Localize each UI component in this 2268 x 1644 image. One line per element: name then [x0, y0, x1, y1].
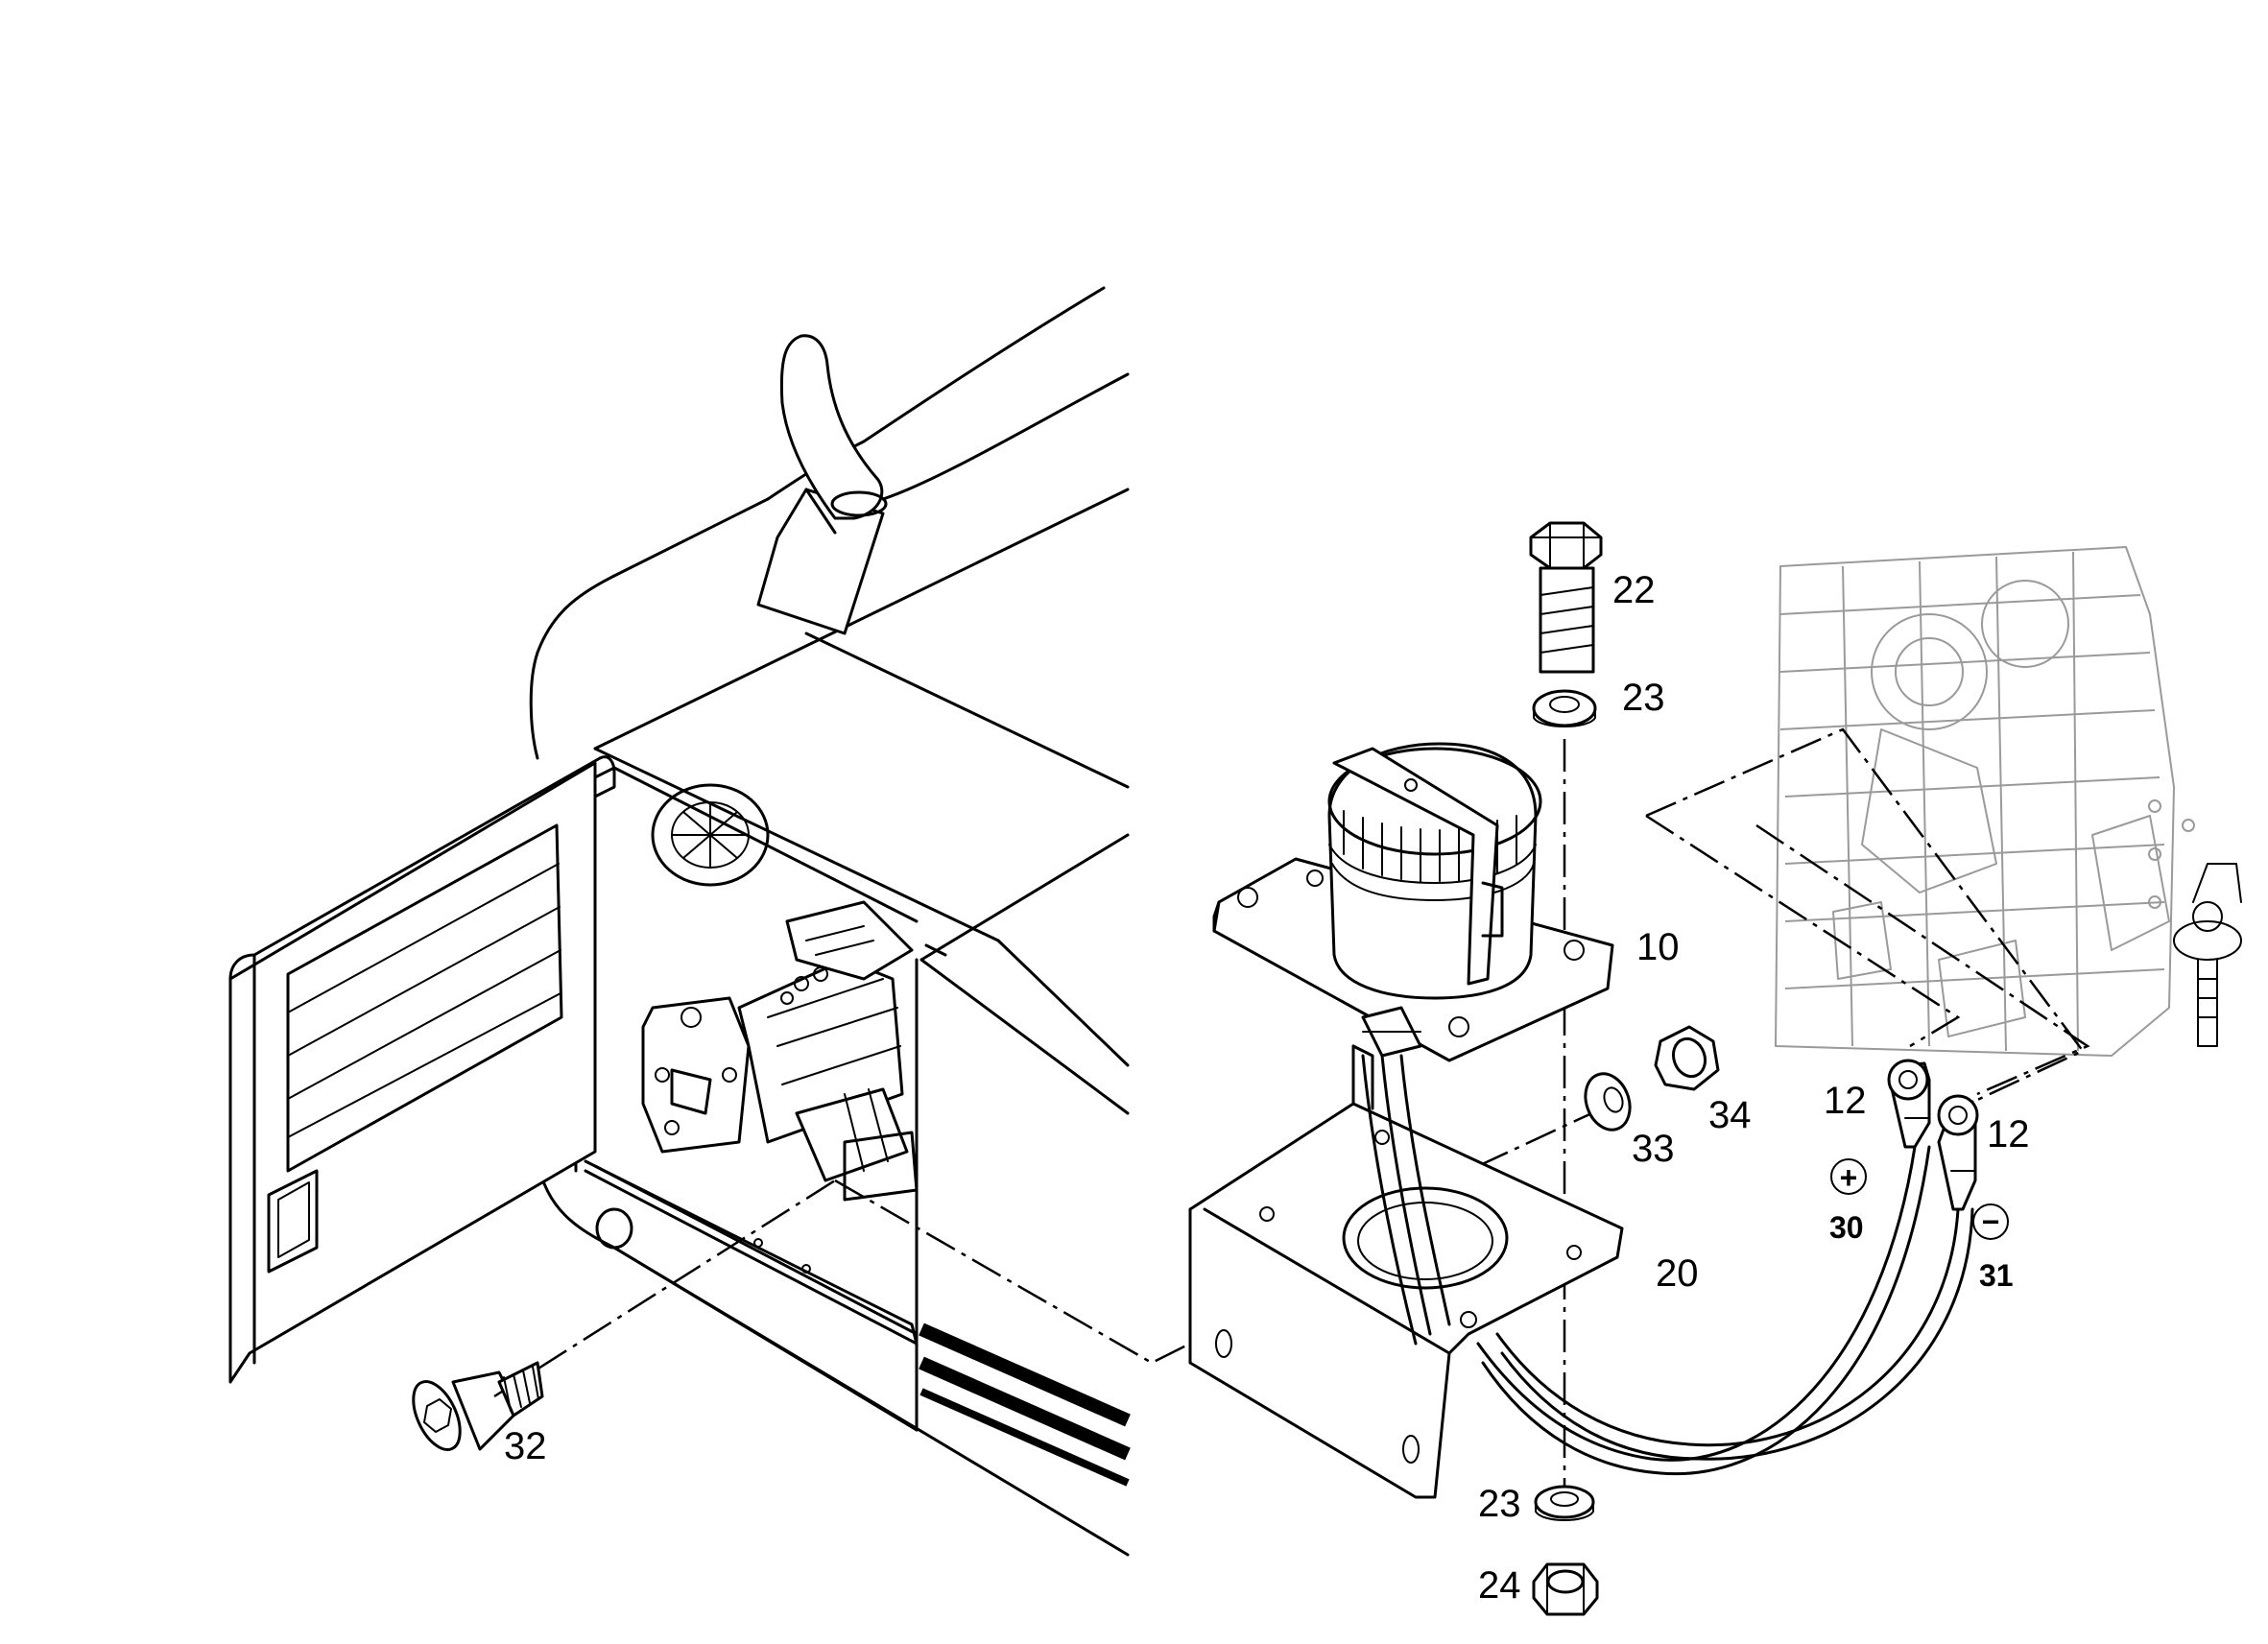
assembly-leader-lines: [493, 727, 2090, 1497]
callout-22: 22: [1612, 569, 1656, 611]
hydraulic-pump: [641, 900, 919, 1202]
part-34-nut: [1654, 1025, 1720, 1091]
part-23-washer-top: [1532, 689, 1597, 727]
part-24-nut: [1532, 1562, 1599, 1616]
part-12-ring-terminals: [1887, 1059, 1979, 1211]
callout-labels: 22 23 10 34 33 12 12 30 31 20 23 24 32: [504, 569, 2030, 1607]
callout-23-bottom: 23: [1478, 1483, 1521, 1525]
callout-24: 24: [1478, 1564, 1521, 1607]
part-33-washer: [1584, 1072, 1632, 1132]
callout-12-right: 12: [1987, 1113, 2030, 1156]
callout-30: 30: [1829, 1210, 1864, 1245]
machine-housing: [228, 286, 1131, 1557]
callout-33: 33: [1632, 1128, 1675, 1170]
positive-terminal-symbol: +: [1830, 1158, 1867, 1195]
part-20-bracket: [1188, 1044, 1624, 1499]
callout-32: 32: [504, 1425, 547, 1467]
cables: [1361, 1054, 1974, 1476]
callout-34: 34: [1708, 1094, 1752, 1136]
part-32-countersunk-screw: [412, 1361, 544, 1451]
minus-sign: −: [1982, 1204, 2000, 1239]
negative-terminal-symbol: −: [1972, 1203, 2009, 1240]
plus-sign: +: [1840, 1160, 1858, 1195]
side-door: [228, 755, 616, 1384]
engine-background: [1775, 546, 2242, 1057]
callout-31: 31: [1979, 1258, 2014, 1293]
callout-10: 10: [1636, 926, 1680, 968]
part-23-washer-bottom: [1534, 1485, 1595, 1521]
part-10-socket-assembly: [1212, 742, 1614, 1062]
callout-12-left: 12: [1824, 1080, 1867, 1122]
fan-pulley: [651, 783, 770, 887]
part-22-hex-bolt: [1529, 521, 1603, 674]
callout-23-top: 23: [1622, 677, 1665, 719]
callout-20: 20: [1656, 1252, 1699, 1295]
